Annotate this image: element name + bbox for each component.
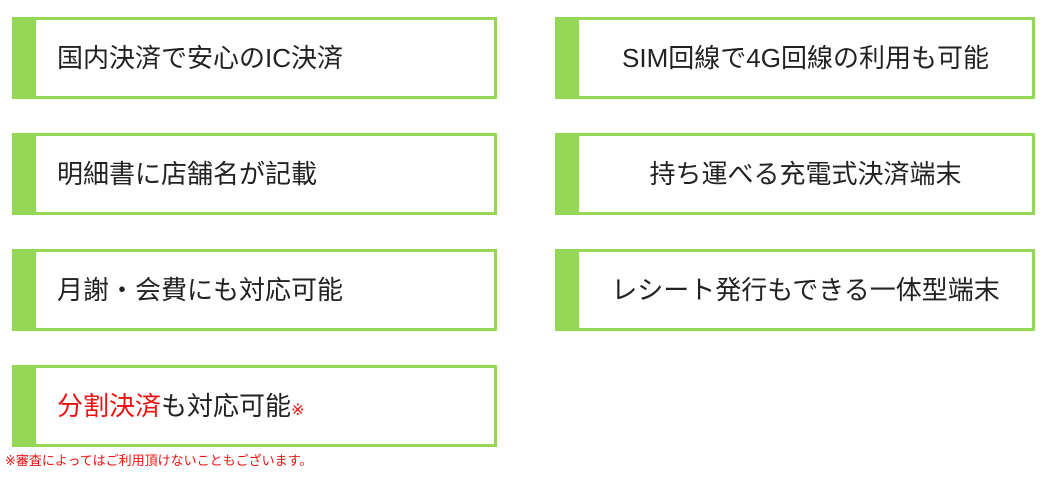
- accent-bar: [12, 365, 33, 447]
- accent-bar: [555, 133, 576, 215]
- feature-label: SIM回線で4G回線の利用も可能: [622, 43, 989, 73]
- accent-bar: [12, 133, 33, 215]
- feature-label: 分割決済も対応可能※: [57, 393, 304, 419]
- feature-box: 明細書に店舗名が記載: [33, 133, 497, 215]
- feature-card-receipt-printer: レシート発行もできる一体型端末: [555, 249, 1035, 331]
- feature-box: レシート発行もできる一体型端末: [576, 249, 1035, 331]
- accent-bar: [555, 249, 576, 331]
- accent-bar: [12, 17, 33, 99]
- accent-bar: [555, 17, 576, 99]
- feature-box: 月謝・会費にも対応可能: [33, 249, 497, 331]
- feature-box: SIM回線で4G回線の利用も可能: [576, 17, 1035, 99]
- feature-label: レシート発行もできる一体型端末: [611, 275, 1000, 305]
- feature-card-installment: 分割決済も対応可能※: [12, 365, 497, 447]
- feature-label: 月謝・会費にも対応可能: [57, 275, 344, 305]
- feature-box: 分割決済も対応可能※: [33, 365, 497, 447]
- feature-label-rest: も対応可能: [161, 391, 292, 421]
- feature-card-portable-terminal: 持ち運べる充電式決済端末: [555, 133, 1035, 215]
- feature-card-domestic-ic: 国内決済で安心のIC決済: [12, 17, 497, 99]
- feature-column-left: 国内決済で安心のIC決済 明細書に店舗名が記載 月謝・会費にも対応可能 分割決済…: [12, 17, 497, 481]
- feature-label: 持ち運べる充電式決済端末: [649, 159, 962, 189]
- feature-label: 国内決済で安心のIC決済: [57, 43, 344, 73]
- feature-card-statement-name: 明細書に店舗名が記載: [12, 133, 497, 215]
- footnote-text: ※審査によってはご利用頂けないこともございます。: [5, 453, 313, 468]
- accent-bar: [12, 249, 33, 331]
- feature-card-sim-4g: SIM回線で4G回線の利用も可能: [555, 17, 1035, 99]
- feature-column-right: SIM回線で4G回線の利用も可能 持ち運べる充電式決済端末 レシート発行もできる…: [555, 17, 1035, 365]
- feature-box: 持ち運べる充電式決済端末: [576, 133, 1035, 215]
- feature-card-monthly-fees: 月謝・会費にも対応可能: [12, 249, 497, 331]
- feature-label-highlight: 分割決済: [57, 391, 162, 421]
- feature-label: 明細書に店舗名が記載: [57, 159, 318, 189]
- feature-box: 国内決済で安心のIC決済: [33, 17, 497, 99]
- footnote-reference-mark: ※: [291, 402, 305, 419]
